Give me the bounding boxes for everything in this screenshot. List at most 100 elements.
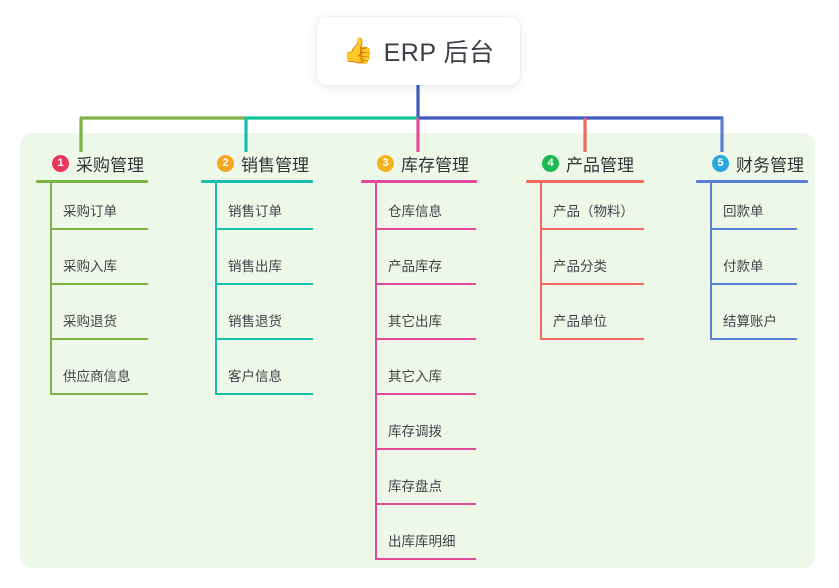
branch-item[interactable]: 采购退货	[36, 293, 148, 348]
branch-item[interactable]: 产品库存	[361, 238, 477, 293]
branch-item[interactable]: 付款单	[696, 238, 808, 293]
branch-spine	[215, 183, 217, 395]
branch-item-underline	[541, 228, 644, 230]
branch-header-3[interactable]: 3 库存管理	[361, 146, 477, 180]
branch-item[interactable]: 结算账户	[696, 293, 808, 348]
branch-item-underline	[376, 228, 476, 230]
branch-column-4: 4 产品管理产品（物料） 产品分类产品单位	[526, 146, 644, 348]
branch-item-label: 产品单位	[553, 314, 607, 329]
branch-item[interactable]: 库存盘点	[361, 458, 477, 513]
branch-header-underline	[36, 180, 148, 183]
branch-number-badge: 3	[377, 154, 394, 172]
branch-item-underline	[376, 338, 476, 340]
branch-item[interactable]: 产品（物料）	[526, 183, 644, 238]
branch-item-underline	[541, 338, 644, 340]
branch-item[interactable]: 产品单位	[526, 293, 644, 348]
root-node-label: ERP 后台	[383, 39, 495, 67]
branch-title: 库存管理	[401, 155, 469, 175]
branch-item-underline	[216, 228, 313, 230]
branch-header-underline	[696, 180, 808, 183]
branch-item[interactable]: 销售退货	[201, 293, 313, 348]
branch-spine	[375, 183, 377, 560]
branch-item-label: 其它入库	[388, 369, 442, 384]
branch-item-underline	[216, 393, 313, 395]
branch-item[interactable]: 回款单	[696, 183, 808, 238]
branch-header-5[interactable]: 5 财务管理	[696, 146, 808, 180]
branch-item-list: 回款单付款单结算账户	[696, 183, 808, 348]
branch-item-label: 仓库信息	[388, 204, 442, 219]
branch-title: 销售管理	[241, 155, 309, 175]
branch-spine	[50, 183, 52, 395]
branch-item-label: 供应商信息	[63, 369, 131, 384]
branch-item-underline	[51, 228, 148, 230]
branch-item-underline	[711, 283, 797, 285]
branch-item-underline	[51, 338, 148, 340]
branch-item[interactable]: 客户信息	[201, 348, 313, 403]
branch-header-underline	[201, 180, 313, 183]
thumbs-up-icon: 👍	[342, 36, 374, 65]
branch-item[interactable]: 其它入库	[361, 348, 477, 403]
branch-column-2: 2 销售管理销售订单销售出库销售退货客户信息	[201, 146, 313, 403]
branch-item[interactable]: 销售订单	[201, 183, 313, 238]
branch-item-underline	[51, 393, 148, 395]
branch-item-underline	[216, 338, 313, 340]
branch-spine	[540, 183, 542, 340]
branch-number-badge: 4	[542, 154, 559, 172]
branch-item-label: 产品库存	[388, 259, 442, 274]
branch-title: 采购管理	[76, 155, 144, 175]
branch-item-list: 采购订单采购入库采购退货供应商信息	[36, 183, 148, 403]
branch-item[interactable]: 出库库明细	[361, 513, 477, 568]
branch-item-label: 产品（物料）	[553, 204, 634, 219]
branch-item-underline	[711, 338, 797, 340]
branch-item-label: 采购订单	[63, 204, 117, 219]
branch-item[interactable]: 产品分类	[526, 238, 644, 293]
branch-title: 产品管理	[566, 155, 634, 175]
branch-header-underline	[526, 180, 644, 183]
root-node[interactable]: 👍 ERP 后台	[317, 17, 520, 85]
branch-item[interactable]: 采购入库	[36, 238, 148, 293]
branch-number-badge: 5	[712, 154, 729, 172]
branch-item-label: 销售出库	[228, 259, 282, 274]
branch-item[interactable]: 库存调拨	[361, 403, 477, 458]
branch-item-label: 库存盘点	[388, 479, 442, 494]
branch-item-underline	[216, 283, 313, 285]
branch-item-label: 回款单	[723, 204, 764, 219]
branch-item-underline	[376, 448, 476, 450]
branch-item[interactable]: 采购订单	[36, 183, 148, 238]
branch-item-label: 出库库明细	[388, 534, 456, 549]
branch-item-underline	[376, 503, 476, 505]
branch-item-underline	[376, 558, 476, 560]
branch-item-list: 仓库信息产品库存其它出库其它入库库存调拨库存盘点出库库明细	[361, 183, 477, 568]
branch-item-label: 销售退货	[228, 314, 282, 329]
branch-column-3: 3 库存管理仓库信息产品库存其它出库其它入库库存调拨库存盘点出库库明细	[361, 146, 477, 568]
branch-header-4[interactable]: 4 产品管理	[526, 146, 644, 180]
branch-item-underline	[376, 393, 476, 395]
branch-item-label: 产品分类	[553, 259, 607, 274]
branch-number-badge: 2	[217, 154, 234, 172]
branch-item-label: 采购退货	[63, 314, 117, 329]
branch-column-1: 1 采购管理采购订单采购入库采购退货供应商信息	[36, 146, 148, 403]
branch-header-1[interactable]: 1 采购管理	[36, 146, 148, 180]
branch-item[interactable]: 仓库信息	[361, 183, 477, 238]
branch-title: 财务管理	[736, 155, 804, 175]
branch-item-list: 产品（物料） 产品分类产品单位	[526, 183, 644, 348]
branch-item-label: 结算账户	[723, 314, 777, 329]
branch-item[interactable]: 其它出库	[361, 293, 477, 348]
branch-header-underline	[361, 180, 477, 183]
branch-item-label: 其它出库	[388, 314, 442, 329]
branch-item-label: 付款单	[723, 259, 764, 274]
branch-spine	[710, 183, 712, 340]
branch-header-2[interactable]: 2 销售管理	[201, 146, 313, 180]
branch-item-label: 采购入库	[63, 259, 117, 274]
branch-item[interactable]: 供应商信息	[36, 348, 148, 403]
branch-item[interactable]: 销售出库	[201, 238, 313, 293]
branch-item-label: 客户信息	[228, 369, 282, 384]
branch-item-label: 库存调拨	[388, 424, 442, 439]
branch-item-list: 销售订单销售出库销售退货客户信息	[201, 183, 313, 403]
branch-item-underline	[376, 283, 476, 285]
branch-item-label: 销售订单	[228, 204, 282, 219]
branch-item-underline	[711, 228, 797, 230]
diagram-background-panel	[20, 133, 815, 568]
branch-number-badge: 1	[52, 154, 69, 172]
